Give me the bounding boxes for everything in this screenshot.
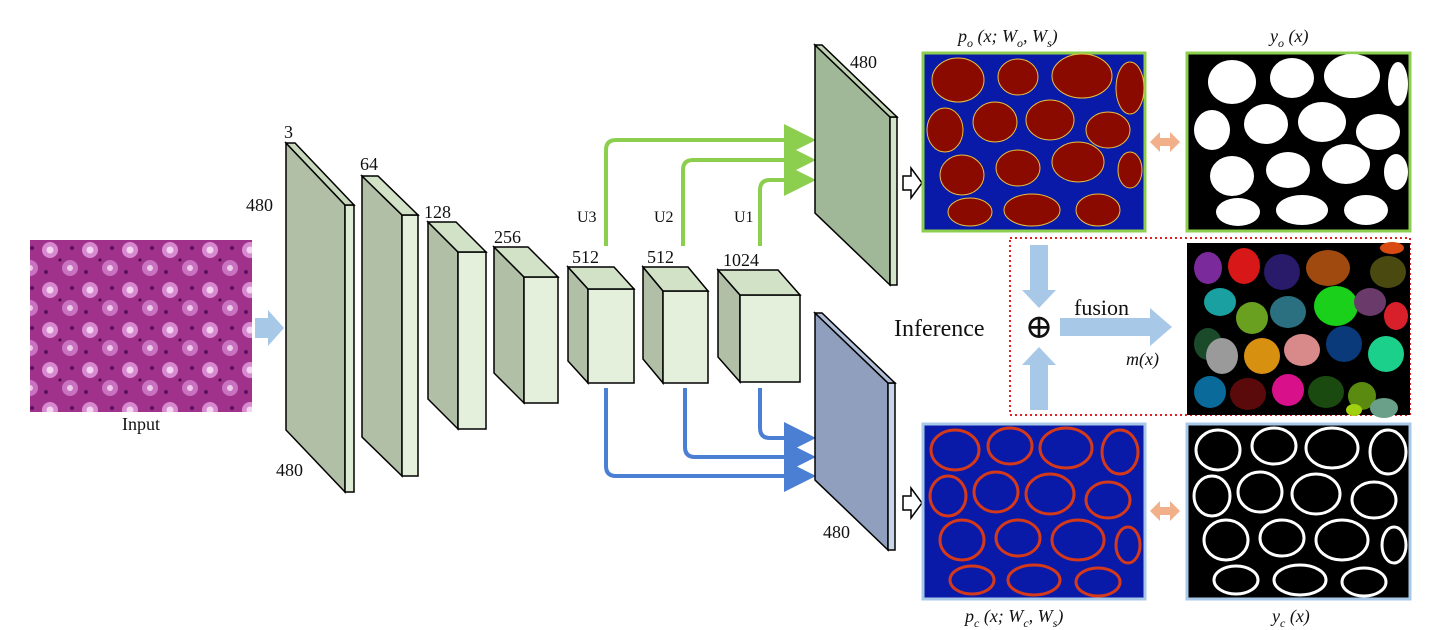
contour-output-slab [813,311,897,552]
unit-label-u3: U3 [577,209,597,226]
encoder-layer-5 [566,265,636,385]
input-label: Input [122,414,160,434]
channel-label-2: 64 [360,154,378,174]
object-output-slab [813,43,899,287]
channel-label-7: 1024 [723,250,759,270]
inference-label: Inference [894,316,985,342]
fusion-label: fusion [1074,295,1129,320]
mask-label: m(x) [1126,349,1159,370]
contour-to-heatmap-arrow [902,485,923,521]
contour-gt-label: yc (x) [1270,606,1310,630]
object-branch-arrows [604,124,816,246]
object-gt-label: yo (x) [1268,26,1308,50]
contour-compare-arrow [1150,501,1180,521]
contour-ground-truth [1185,422,1412,601]
channel-label-3: 128 [424,202,451,222]
object-slab-height-label: 480 [850,52,877,72]
input-arrow [255,310,284,346]
contour-prob-label: pc (x; Wc, Ws) [963,606,1063,630]
object-to-heatmap-arrow [902,165,923,201]
channel-label-1: 3 [284,122,293,142]
fusion-down-arrow [1022,245,1056,308]
width-label: 480 [276,460,303,480]
encoder-layer-7 [716,268,802,384]
contour-slab-width-label: 480 [823,522,850,542]
encoder-layer-6 [641,264,710,386]
unit-label-u1: U1 [734,209,754,226]
fusion-right-arrow [1060,308,1172,346]
encoder-layer-4 [492,245,560,405]
fusion-up-arrow [1022,347,1056,410]
channel-label-4: 256 [494,227,521,247]
contour-probability-map [921,422,1147,601]
object-compare-arrow [1150,132,1180,152]
encoder-layer-3 [426,220,488,431]
channel-label-6: 512 [647,247,674,267]
object-ground-truth [1185,51,1412,233]
encoder-layer-1 [284,141,356,494]
fusion-operator: ⊕ [1025,309,1054,346]
object-prob-label: po (x; Wo, Ws) [956,26,1058,50]
object-probability-map [921,51,1147,233]
instance-mask-output [1187,242,1410,418]
encoder-layer-2 [360,174,420,478]
height-label: 480 [246,195,273,215]
unit-label-u2: U2 [654,209,674,226]
channel-label-5: 512 [572,247,599,267]
contour-branch-arrows [604,388,816,492]
input-image [30,240,252,412]
